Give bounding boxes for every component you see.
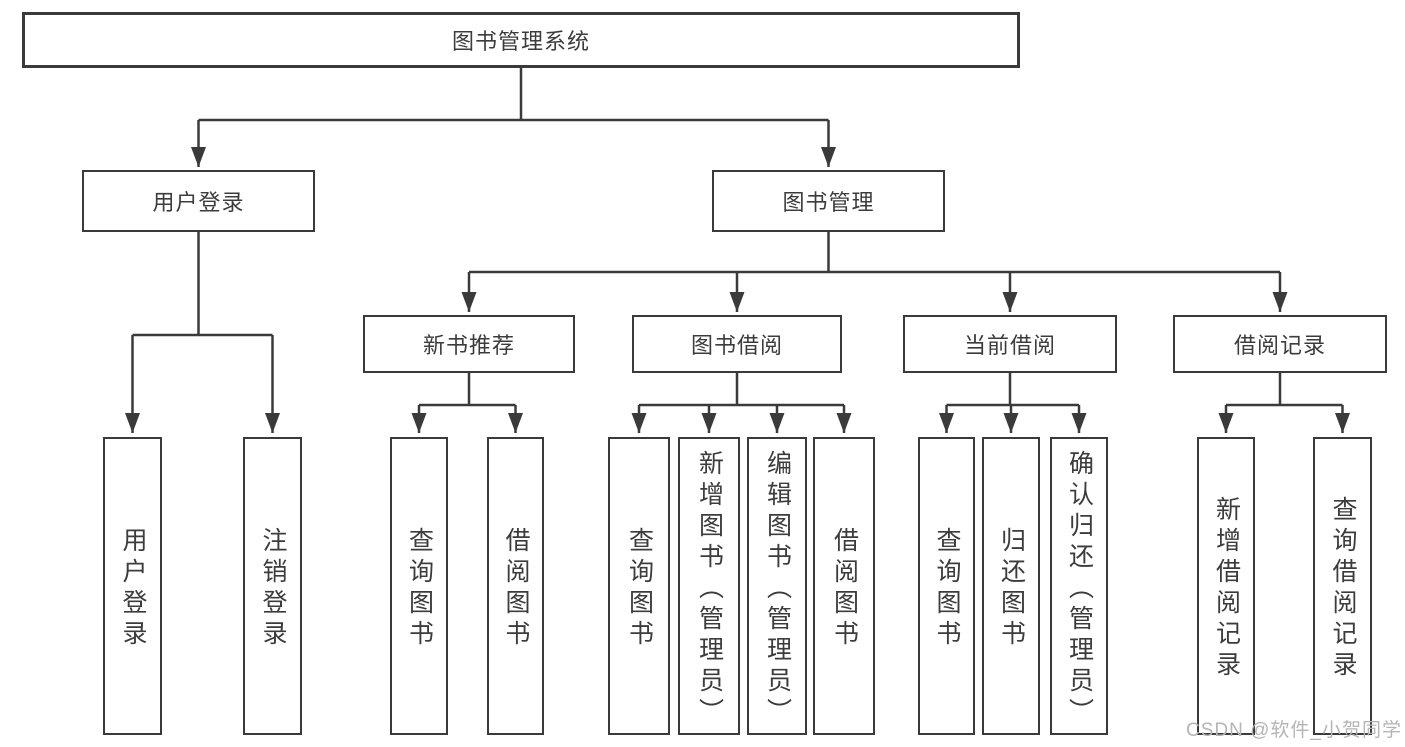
node-new-book-recommendation: 新书推荐 (363, 315, 575, 373)
node-current-borrowing: 当前借阅 (903, 315, 1117, 373)
node-label: 编辑图书（管理员） (763, 449, 792, 729)
node-label: 注销登录 (259, 527, 287, 651)
node-label: 借阅记录 (1233, 333, 1326, 358)
node-book-management: 图书管理 (712, 170, 945, 232)
edges-new-book-recommendation (411, 373, 523, 433)
csdn-watermark: CSDN @软件_小贺同学 (1186, 720, 1402, 741)
node-label: 新增图书（管理员） (695, 449, 724, 729)
node-label: 新增借阅记录 (1212, 496, 1241, 682)
node-user-login: 用户登录 (82, 170, 315, 232)
node-label: 图书管理 (782, 190, 875, 215)
node-label: 图书管理系统 (451, 29, 590, 54)
leaf-borrow-books-recommendation: 借阅图书 (487, 437, 544, 735)
node-label: 用户登录 (119, 527, 147, 651)
leaf-borrow-books-borrowing: 借阅图书 (813, 437, 875, 735)
edges-user-login (125, 232, 280, 433)
leaf-query-books-recommendation: 查询图书 (390, 437, 448, 735)
node-book-borrowing: 图书借阅 (632, 315, 842, 373)
node-label: 查询图书 (405, 527, 434, 651)
node-borrowing-records: 借阅记录 (1173, 315, 1387, 373)
node-label: 查询借阅记录 (1329, 496, 1357, 682)
leaf-logout: 注销登录 (243, 437, 302, 735)
node-label: 查询图书 (625, 527, 654, 651)
node-label: 借阅图书 (502, 527, 530, 651)
node-label: 用户登录 (152, 190, 245, 215)
node-label: 归还图书 (997, 527, 1026, 651)
edges-book-management (461, 232, 1288, 312)
node-book-management-system: 图书管理系统 (22, 12, 1020, 68)
leaf-user-login: 用户登录 (103, 437, 162, 735)
leaf-query-books-current: 查询图书 (918, 437, 975, 735)
edges-book-borrowing (631, 373, 852, 433)
leaf-edit-books-admin: 编辑图书（管理员） (747, 437, 807, 735)
node-label: 当前借阅 (963, 333, 1056, 358)
edges-current-borrowing (939, 373, 1087, 433)
edges-root (191, 68, 836, 167)
node-label: 确认归还（管理员） (1065, 449, 1094, 729)
node-label: 新书推荐 (422, 333, 515, 358)
leaf-add-books-admin: 新增图书（管理员） (678, 437, 740, 735)
node-label: 查询图书 (933, 527, 961, 651)
leaf-query-books-borrowing: 查询图书 (608, 437, 670, 735)
edges-borrowing-records (1218, 373, 1350, 433)
node-label: 借阅图书 (830, 527, 859, 651)
leaf-confirm-return-admin: 确认归还（管理员） (1050, 437, 1108, 735)
node-label: 图书借阅 (690, 333, 783, 358)
leaf-query-borrow-record: 查询借阅记录 (1313, 437, 1372, 735)
leaf-add-borrow-record: 新增借阅记录 (1197, 437, 1255, 735)
leaf-return-books: 归还图书 (982, 437, 1040, 735)
